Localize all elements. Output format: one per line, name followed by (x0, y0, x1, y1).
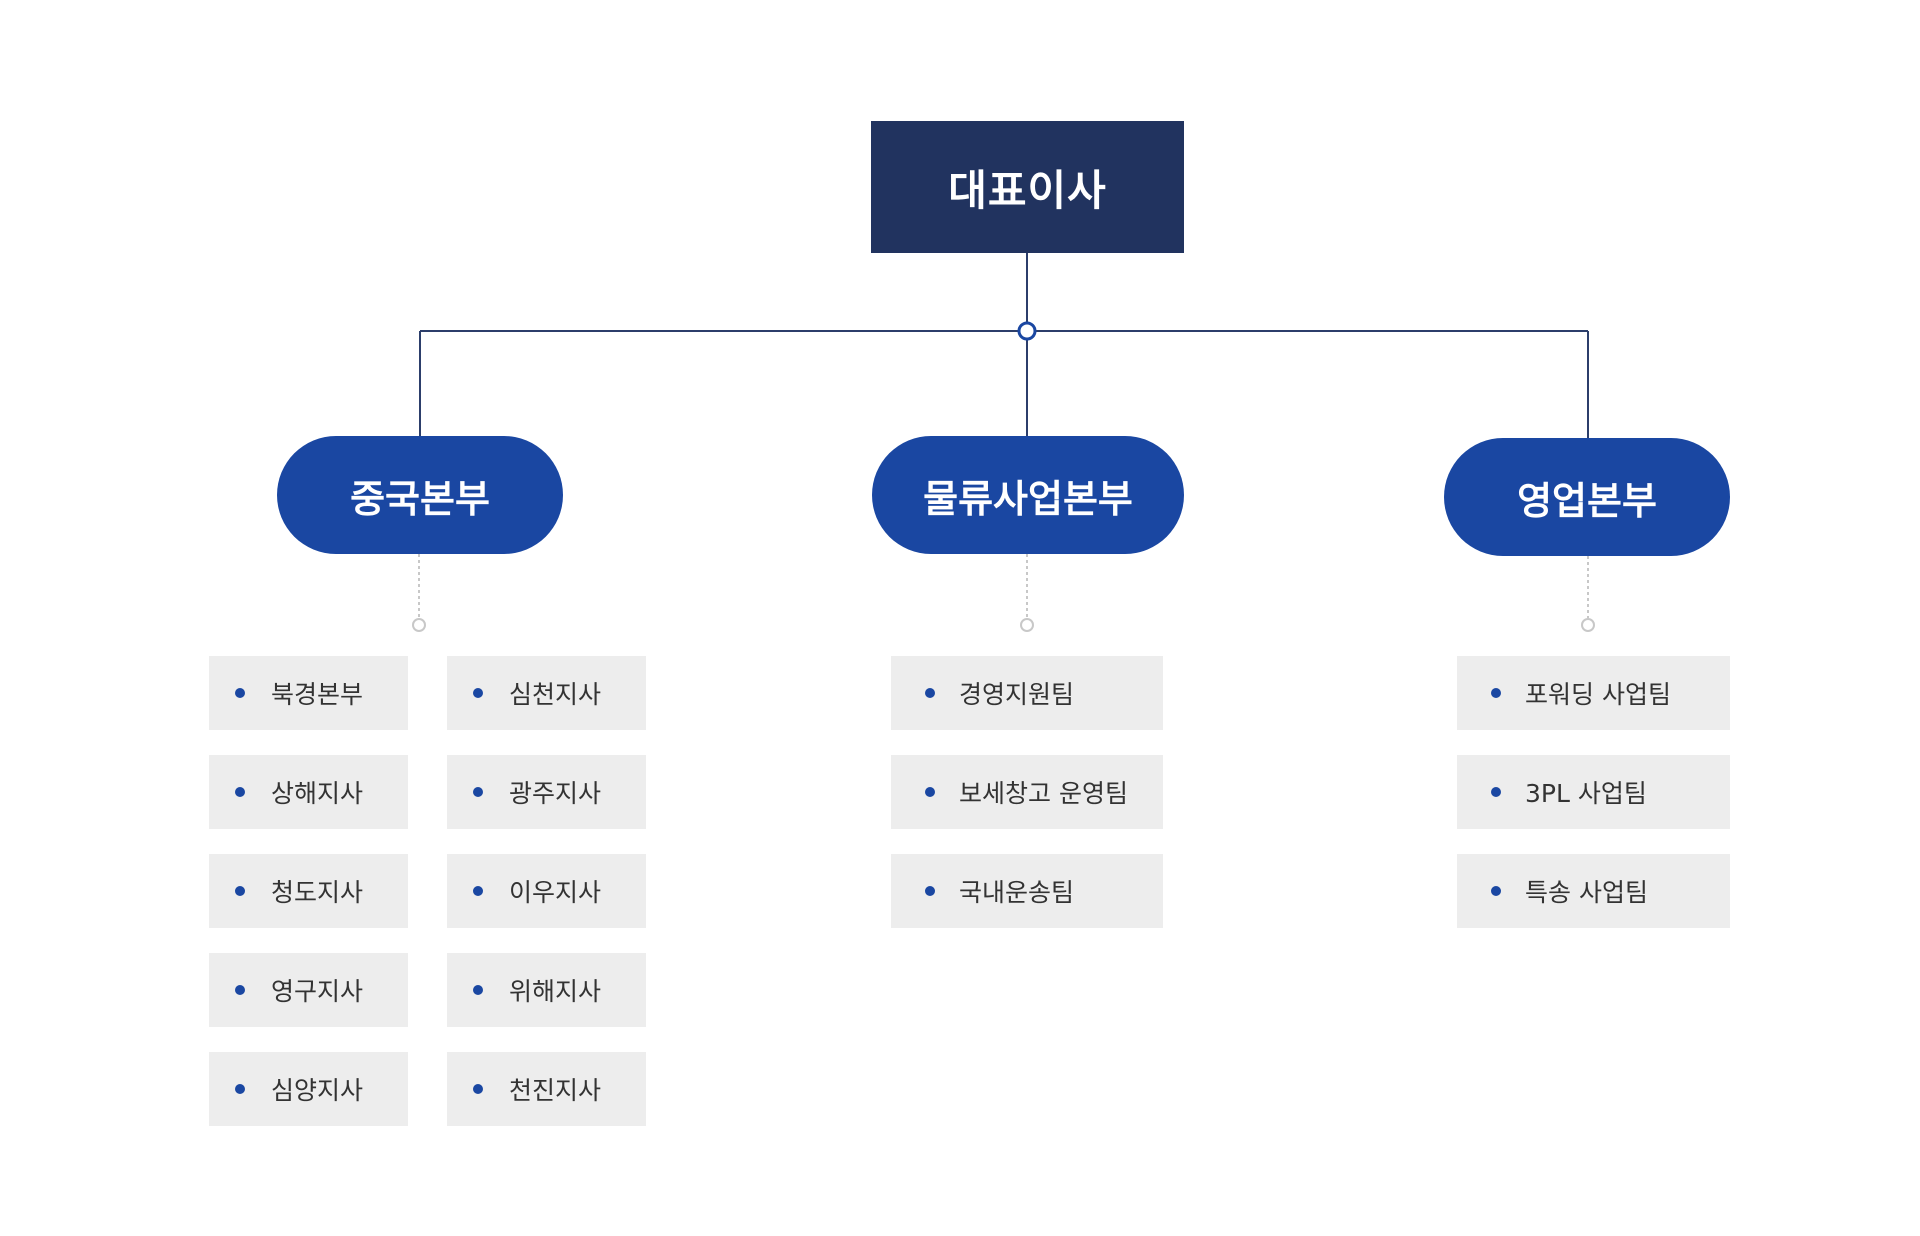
dotted-node-logistics (1020, 618, 1034, 632)
bullet-icon (235, 1084, 245, 1094)
unit-box: 광주지사 (447, 755, 646, 829)
unit-box: 청도지사 (209, 854, 408, 928)
unit-box: 천진지사 (447, 1052, 646, 1126)
unit-box: 상해지사 (209, 755, 408, 829)
unit-label: 3PL 사업팀 (1525, 779, 1647, 808)
unit-label: 심양지사 (271, 1076, 364, 1105)
unit-box: 보세창고 운영팀 (891, 755, 1163, 829)
bullet-icon (925, 787, 935, 797)
unit-box: 3PL 사업팀 (1457, 755, 1730, 829)
unit-label: 경영지원팀 (959, 680, 1075, 709)
unit-label: 천진지사 (509, 1076, 602, 1105)
unit-box: 이우지사 (447, 854, 646, 928)
bullet-icon (1491, 886, 1501, 896)
bullet-icon (235, 886, 245, 896)
unit-label: 청도지사 (271, 878, 364, 907)
ceo-box: 대표이사 (871, 121, 1184, 253)
unit-label: 특송 사업팀 (1525, 878, 1648, 907)
unit-box: 포워딩 사업팀 (1457, 656, 1730, 730)
bullet-icon (473, 688, 483, 698)
division-china: 중국본부 (277, 436, 563, 554)
unit-label: 상해지사 (271, 779, 364, 808)
unit-label: 위해지사 (509, 977, 602, 1006)
unit-box: 경영지원팀 (891, 656, 1163, 730)
bullet-icon (473, 886, 483, 896)
unit-label: 국내운송팀 (959, 878, 1075, 907)
bullet-icon (235, 985, 245, 995)
unit-box: 국내운송팀 (891, 854, 1163, 928)
unit-label: 북경본부 (271, 680, 364, 709)
unit-label: 이우지사 (509, 878, 602, 907)
division-logistics: 물류사업본부 (872, 436, 1184, 554)
unit-label: 영구지사 (271, 977, 364, 1006)
bullet-icon (473, 985, 483, 995)
bullet-icon (925, 886, 935, 896)
bullet-icon (473, 1084, 483, 1094)
unit-box: 북경본부 (209, 656, 408, 730)
unit-label: 광주지사 (509, 779, 602, 808)
bullet-icon (235, 787, 245, 797)
unit-label: 포워딩 사업팀 (1525, 680, 1671, 709)
unit-box: 특송 사업팀 (1457, 854, 1730, 928)
bullet-icon (473, 787, 483, 797)
bullet-icon (925, 688, 935, 698)
bullet-icon (1491, 688, 1501, 698)
unit-box: 심양지사 (209, 1052, 408, 1126)
unit-label: 보세창고 운영팀 (959, 779, 1128, 808)
dotted-node-china (412, 618, 426, 632)
junction-node (1017, 321, 1037, 341)
unit-box: 영구지사 (209, 953, 408, 1027)
bullet-icon (235, 688, 245, 698)
bullet-icon (1491, 787, 1501, 797)
division-sales: 영업본부 (1444, 438, 1730, 556)
dotted-node-sales (1581, 618, 1595, 632)
unit-label: 심천지사 (509, 680, 602, 709)
unit-box: 심천지사 (447, 656, 646, 730)
unit-box: 위해지사 (447, 953, 646, 1027)
